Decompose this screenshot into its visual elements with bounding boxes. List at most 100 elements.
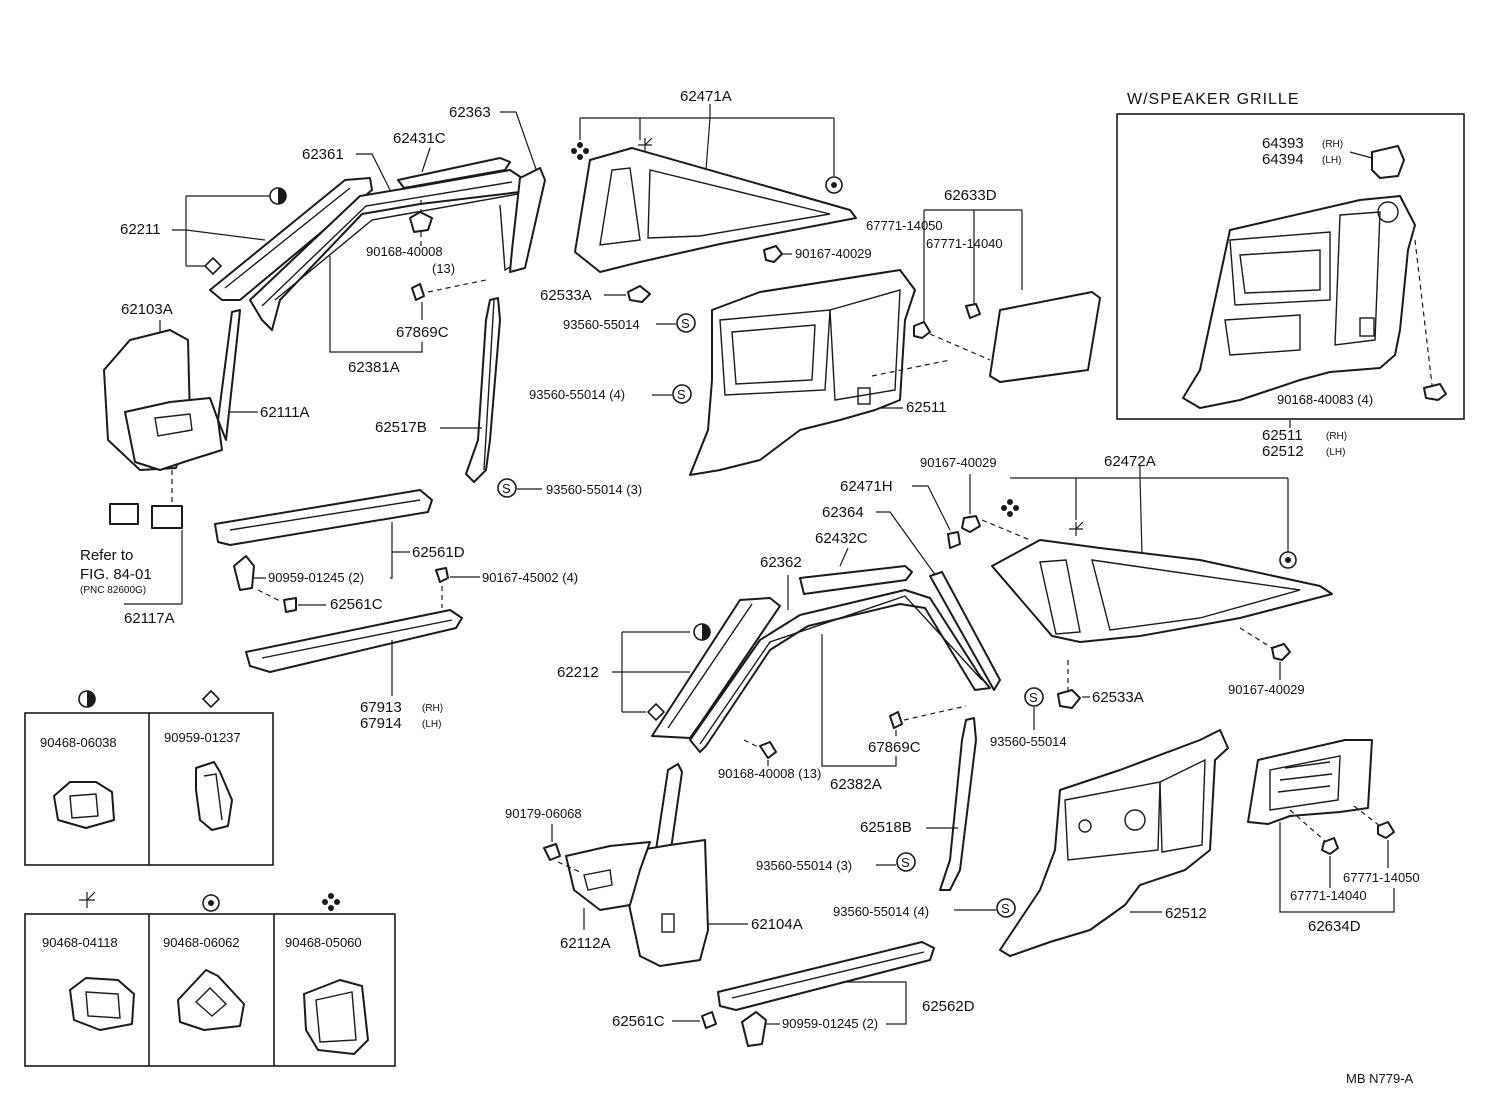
label-62382A: 62382A xyxy=(830,776,882,793)
label-62512: 62512 xyxy=(1165,905,1207,922)
clip-62533A-b-part xyxy=(1057,689,1081,709)
label-93560-55014-b: 93560-55014 xyxy=(990,734,1067,749)
cap-64393-part xyxy=(1371,145,1405,179)
symbol-s-f xyxy=(996,898,1016,918)
svg-text:S: S xyxy=(1001,901,1010,916)
label-67771-14040-a: 67771-14040 xyxy=(926,236,1003,251)
symbol-half-circle-b xyxy=(693,623,711,641)
label-62633D: 62633D xyxy=(944,187,997,204)
label-62117A: 62117A xyxy=(124,610,175,627)
scuff-62561D-part xyxy=(214,489,433,546)
label-62634D: 62634D xyxy=(1308,918,1361,935)
refer-line1: Refer to xyxy=(80,547,133,564)
symbol-ring-a xyxy=(825,176,843,194)
quarter-panel-62512-part xyxy=(999,729,1229,957)
label-90167-45002: 90167-45002 (4) xyxy=(482,570,578,585)
symbol-cross-b xyxy=(1069,521,1084,536)
label-67771-14050-b: 67771-14050 xyxy=(1343,870,1420,885)
symbol-clover-a xyxy=(571,142,589,160)
label-62362: 62362 xyxy=(760,554,802,571)
label-90167-40029-b: 90167-40029 xyxy=(920,455,997,470)
speaker-grille-title: W/SPEAKER GRILLE xyxy=(1127,91,1300,108)
label-67913: 67913 xyxy=(360,699,402,716)
label-62471A: 62471A xyxy=(680,88,732,105)
cover-refer-part xyxy=(109,503,139,525)
label-62432C: 62432C xyxy=(815,530,868,547)
label-62211: 62211 xyxy=(120,221,161,238)
label-67914-lh: (LH) xyxy=(422,719,441,730)
symbol-s-b xyxy=(672,384,692,404)
symbol-s-a xyxy=(676,313,696,333)
quarter-trim-62471A-part xyxy=(574,147,857,273)
clip-67771-14040-a-part xyxy=(965,303,981,319)
speaker-grille-box xyxy=(1116,113,1465,420)
clip-62561C-a-part xyxy=(283,597,297,613)
label-62511-rh-suffix: (RH) xyxy=(1326,431,1347,442)
pillar-62364-part xyxy=(929,571,1001,691)
symbol-s-d xyxy=(1024,687,1044,707)
label-62562D: 62562D xyxy=(922,998,975,1015)
screw-90168-40083-part xyxy=(1423,383,1447,401)
pillar-62517B-part xyxy=(465,297,501,483)
screw-90167-40029-b-part xyxy=(961,515,981,533)
label-62363: 62363 xyxy=(449,104,491,121)
pillar-62363-part xyxy=(509,167,546,273)
label-67771-14040-b: 67771-14040 xyxy=(1290,888,1367,903)
symbol-clover-c xyxy=(322,893,340,911)
symbol-half-circle-a xyxy=(269,187,287,205)
clip-67869C-b-part xyxy=(889,711,903,729)
symbol-s-e xyxy=(896,852,916,872)
label-62533A-a: 62533A xyxy=(540,287,592,304)
clip-67771-14050-b-part xyxy=(1377,821,1395,839)
refer-line3: (PNC 82600G) xyxy=(80,585,146,596)
clip-62561C-b-part xyxy=(701,1011,717,1029)
label-62103A: 62103A xyxy=(121,301,173,318)
grille-pad-62633D-part xyxy=(989,291,1101,383)
symbol-ring-b xyxy=(1279,551,1297,569)
label-90168-40008-b: 90168-40008 (13) xyxy=(718,766,821,781)
label-64394: 64394 xyxy=(1262,151,1304,168)
pillar-trim-62212-part xyxy=(651,597,781,739)
label-90959-01245-a: 90959-01245 (2) xyxy=(268,570,364,585)
label-62511-rh: 62511 xyxy=(1262,427,1303,444)
pillar-62518B-part xyxy=(939,717,977,891)
label-62561C-b: 62561C xyxy=(612,1013,665,1030)
label-67914: 67914 xyxy=(360,715,402,732)
clip-67869C-part xyxy=(411,283,425,301)
footer-code: MB N779-A xyxy=(1346,1071,1414,1086)
label-67869C-b: 67869C xyxy=(868,739,921,756)
label-62511: 62511 xyxy=(906,399,947,416)
symbol-diamond-a xyxy=(203,256,223,276)
clip-90468-05060-part xyxy=(303,979,369,1055)
clip-62471H-part xyxy=(947,531,961,549)
label-62533A-b: 62533A xyxy=(1092,689,1144,706)
kick-panel-62112A-part xyxy=(565,841,651,911)
clip-90468-06038-part xyxy=(53,781,115,829)
label-62561C-a: 62561C xyxy=(330,596,383,613)
cover-62117A-part xyxy=(151,505,183,529)
scuff-plate-67913-part xyxy=(245,609,463,673)
clip-90959-01245-b-part xyxy=(741,1011,767,1047)
clip-90168-40008-b-part xyxy=(759,741,777,759)
label-62561D: 62561D xyxy=(412,544,465,561)
label-62472A: 62472A xyxy=(1104,453,1156,470)
kick-panel-62104A-part xyxy=(627,839,709,967)
kick-panel-62111A-part xyxy=(124,397,223,471)
clip-90959-01237-part xyxy=(195,761,233,831)
label-93560-55014-4-b: 93560-55014 (4) xyxy=(833,904,929,919)
label-62112A: 62112A xyxy=(560,935,611,952)
clip-90179-06068-part xyxy=(543,843,561,861)
clip-legend-box-bottom xyxy=(24,913,396,1067)
label-62111A: 62111A xyxy=(260,404,310,421)
label-64393: 64393 xyxy=(1262,135,1304,152)
clip-62533A-a-part xyxy=(627,285,651,303)
symbol-ring-c xyxy=(202,894,220,912)
symbol-diamond-c xyxy=(201,689,221,709)
label-90167-40029-a: 90167-40029 xyxy=(795,246,872,261)
strip-62432C-part xyxy=(799,565,913,595)
symbol-cross-c xyxy=(79,891,96,908)
clip-label-90468-06038: 90468-06038 xyxy=(40,735,117,750)
symbol-s-c xyxy=(497,478,517,498)
label-93560-55014-a: 93560-55014 xyxy=(563,317,640,332)
